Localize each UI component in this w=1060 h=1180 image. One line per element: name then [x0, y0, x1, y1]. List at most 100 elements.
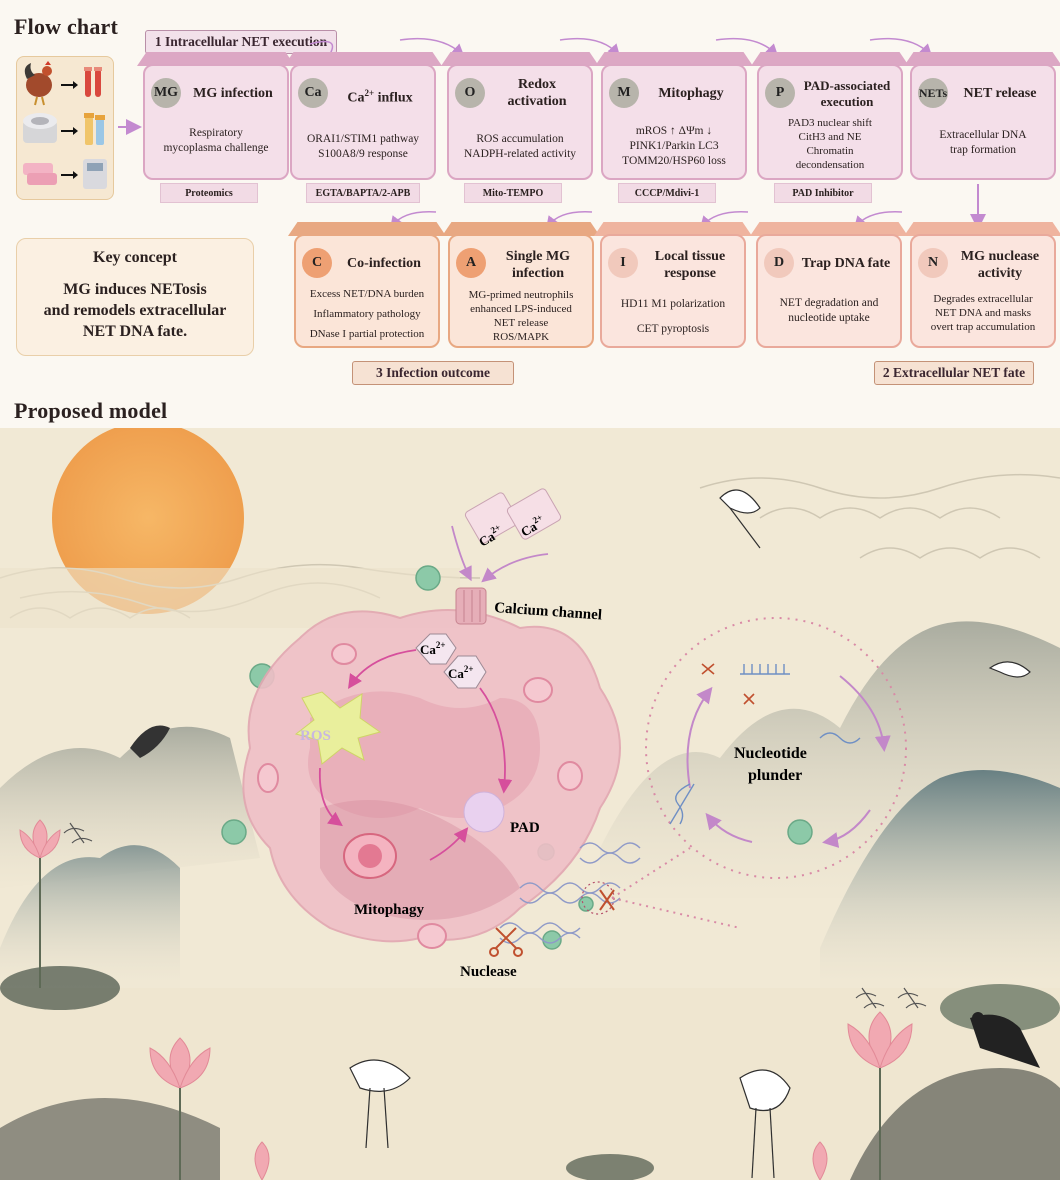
card-co-infection: C Co-infection Excess NET/DNA burden Inf…: [288, 222, 446, 350]
card-desc-line: NET degradation and: [779, 297, 879, 309]
key-concept-line: MG induces NETosis: [63, 281, 207, 298]
badge-ca: Ca: [298, 78, 328, 108]
method-tag-egta: EGTA/BAPTA/2-APB: [306, 183, 420, 203]
culture-plates-icon: [23, 163, 57, 185]
card-desc-line: HD11 M1 polarization: [620, 298, 726, 310]
card-desc-line: NET release: [493, 317, 549, 329]
card-title: Trap DNA fate: [801, 256, 891, 271]
card-title: Ca2+ influx: [347, 88, 413, 106]
card-title: NET release: [963, 86, 1037, 101]
badge-i: I: [608, 248, 638, 278]
card-title: Co-infection: [347, 256, 421, 271]
key-concept-line: and remodels extracellular: [43, 302, 227, 319]
flow-chart-title: Flow chart: [14, 14, 119, 39]
badge-n: N: [918, 248, 948, 278]
nuclease-scissors-icon: [489, 889, 615, 957]
mitophagy-label: Mitophagy: [354, 902, 425, 918]
card-desc-line: Chromatin: [806, 145, 854, 157]
granule-icons: [257, 643, 583, 949]
dragonfly-icons: [63, 822, 927, 1009]
card-desc-line: trap formation: [949, 144, 1017, 156]
key-concept-title: Key concept: [93, 249, 177, 266]
card-desc-line: PINK1/Parkin LC3: [629, 140, 719, 152]
card-desc-line: overt trap accumulation: [930, 321, 1036, 333]
section-intracellular-tag: 1 Intracellular NET execution: [145, 30, 337, 54]
method-tag-proteomics: Proteomics: [160, 183, 258, 203]
card-desc-line: S100A8/9 response: [318, 148, 408, 160]
card-desc-line: DNase I partial protection: [309, 328, 425, 340]
card-desc-line: nucleotide uptake: [788, 312, 870, 324]
card-mg-nuclease-activity: N MG nuclease activity Degrades extracel…: [904, 222, 1060, 350]
magpie-bird-icon: [970, 1012, 1040, 1068]
pad-enzyme-icon: [463, 791, 505, 833]
card-desc-line: decondensation: [795, 159, 865, 171]
crane-bird-icons: [349, 489, 1031, 1179]
card-desc-line: TOMM20/HSP60 loss: [622, 155, 726, 167]
method-tag-mito-tempo: Mito-TEMPO: [464, 183, 562, 203]
card-desc-line: ROS accumulation: [476, 133, 564, 145]
ca-ion-outside-2: [506, 488, 562, 540]
ros-star-icon: [294, 691, 382, 765]
card-desc-line: Extracellular DNA: [939, 129, 1027, 141]
card-title: Single MG infection: [505, 249, 571, 281]
badge-m: M: [609, 78, 639, 108]
key-concept-line: NET DNA fate.: [82, 323, 188, 340]
card-single-mg-infection: A Single MG infection MG-primed neutroph…: [442, 222, 600, 350]
falcon-tubes-icon: [84, 113, 105, 145]
nucleotide-plunder-label-2: plunder: [748, 767, 802, 784]
card-title: MG nuclease activity: [960, 249, 1040, 281]
badge-nets: NETs: [918, 78, 948, 108]
card-title: Redox activation: [507, 77, 567, 109]
card-desc-line: mROS ↑ ΔΨm ↓: [635, 125, 713, 137]
ros-label: ROS: [300, 728, 331, 744]
card-desc-line: mycoplasma challenge: [163, 142, 269, 154]
card-desc-line: NET DNA and masks: [934, 307, 1032, 319]
card-desc-line: Excess NET/DNA burden: [309, 288, 425, 300]
card-local-tissue-response: I Local tissue response HD11 M1 polariza…: [594, 222, 752, 350]
nucleotide-plunder-circle: [645, 617, 907, 879]
centrifuge-icon: [23, 113, 57, 143]
card-title: Local tissue response: [654, 249, 726, 281]
section-outcome-tag: 3 Infection outcome: [352, 361, 514, 385]
card-title: MG infection: [193, 86, 273, 101]
card-desc-line: Degrades extracellular: [933, 293, 1033, 305]
nucleotide-plunder-label-1: Nucleotide: [734, 745, 807, 762]
card-desc-line: Inflammatory pathology: [313, 308, 421, 320]
card-desc-line: NADPH-related activity: [463, 148, 577, 160]
badge-a: A: [456, 248, 486, 278]
calcium-channel-label: Calcium channel: [494, 600, 603, 623]
sample-illustration-panel: [16, 56, 114, 200]
key-concept-box: Key concept MG induces NETosis and remod…: [16, 238, 254, 356]
proposed-model-title: Proposed model: [14, 398, 168, 423]
card-title: PAD-associated execution: [803, 78, 891, 109]
analyzer-machine-icon: [83, 159, 107, 189]
net-dna-strands: [499, 842, 641, 944]
nuclease-label: Nuclease: [460, 964, 517, 980]
badge-c: C: [302, 248, 332, 278]
sun: [52, 428, 244, 614]
card-desc-line: ROS/MAPK: [492, 331, 550, 343]
section-extracellular-tag: 2 Extracellular NET fate: [874, 361, 1034, 385]
proposed-model-illustration: Ca2+ Ca2+ Ca2+ Ca2+: [0, 428, 1060, 1180]
lotus-plants: [0, 819, 1060, 1180]
badge-o: O: [455, 78, 485, 108]
card-title: Mitophagy: [658, 86, 724, 101]
card-desc-line: enhanced LPS-induced: [470, 303, 572, 315]
card-desc-line: CitH3 and NE: [798, 131, 862, 143]
pad-label: PAD: [510, 820, 540, 836]
badge-p: P: [765, 78, 795, 108]
cycle-dna-icons: [669, 664, 861, 825]
card-desc-line: Respiratory: [189, 127, 243, 139]
calcium-channel-icon: [455, 587, 487, 625]
badge-d: D: [764, 248, 794, 278]
method-tag-cccp: CCCP/Mdivi-1: [618, 183, 716, 203]
card-net-release: NETs NET release Extracellular DNA trap …: [904, 52, 1060, 182]
blood-tubes-icon: [84, 67, 102, 97]
card-mitophagy: M Mitophagy mROS ↑ ΔΨm ↓ PINK1/Parkin LC…: [595, 52, 753, 182]
card-desc-line: PAD3 nuclear shift: [788, 117, 872, 129]
mountains-left: [0, 726, 260, 888]
badge-mg: MG: [151, 78, 181, 108]
card-trap-dna-fate: D Trap DNA fate NET degradation and nucl…: [750, 222, 908, 350]
card-pad-execution: P PAD-associated execution PAD3 nuclear …: [751, 52, 909, 182]
card-desc-line: MG-primed neutrophils: [468, 289, 574, 301]
